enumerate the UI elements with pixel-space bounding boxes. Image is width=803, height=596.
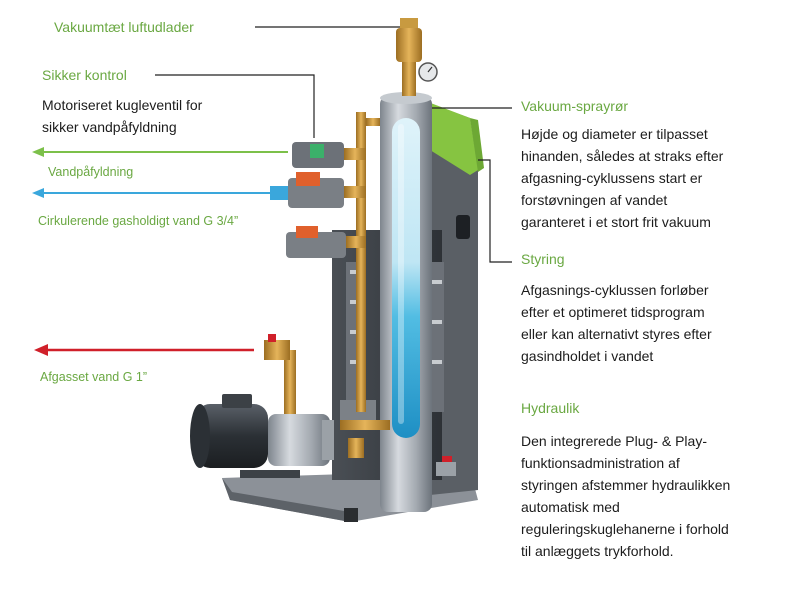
label-cirkulerende-vand: Cirkulerende gasholdigt vand G 3/4” (38, 214, 239, 228)
leader-lines (155, 26, 512, 263)
desc-styring: Afgasnings-cyklussen forløber efter et o… (521, 279, 712, 367)
label-sikker-kontrol: Sikker kontrol (42, 67, 127, 83)
air-vent-valve (396, 18, 438, 96)
label-hydraulik: Hydraulik (521, 400, 580, 416)
desc-line: Motoriseret kugleventil for (42, 97, 203, 113)
circulating-valve-group (270, 172, 366, 208)
flow-arrows (32, 147, 288, 356)
desc-line: garanteret i et stort frit vakuum (521, 214, 711, 230)
motorized-ball-valve (292, 142, 366, 168)
desc-line: gasindholdet i vandet (521, 348, 654, 364)
desc-line: automatisk med (521, 499, 620, 515)
desc-line: efter et optimeret tidsprogram (521, 304, 705, 320)
desc-line: Afgasnings-cyklussen forløber (521, 282, 709, 298)
desc-line: styringen afstemmer hydraulikken (521, 477, 731, 493)
label-vakuum-sprayror: Vakuum-sprayrør (521, 98, 629, 114)
desc-line: til anlæggets trykforhold. (521, 543, 674, 559)
label-vakuumtaet-luftudlader: Vakuumtæt luftudlader (54, 19, 194, 35)
vacuum-spray-tube (380, 92, 432, 512)
pump-motor (190, 394, 334, 478)
lower-valve-group (286, 226, 366, 258)
label-vandpafyldning: Vandpåfyldning (48, 165, 134, 179)
desc-hydraulik: Den integrerede Plug- & Play- funktionsa… (521, 430, 730, 562)
desc-line: Højde og diameter er tilpasset (521, 126, 708, 142)
desc-line: sikker vandpåfyldning (42, 119, 177, 135)
desc-line: afgasning-cyklussens start er (521, 170, 703, 186)
drain-valve (436, 456, 456, 476)
desc-line: hinanden, således at straks efter (521, 148, 724, 164)
desc-line: reguleringskuglehanerne i forhold (521, 521, 729, 537)
desc-line: Den integrerede Plug- & Play- (521, 433, 707, 449)
desc-sikker-kontrol: Motoriseret kugleventil for sikker vandp… (42, 94, 202, 138)
label-styring: Styring (521, 251, 565, 267)
desc-vakuum-sprayror: Højde og diameter er tilpasset hinanden,… (521, 123, 723, 233)
desc-line: forstøvningen af vandet (521, 192, 668, 208)
desc-line: funktionsadministration af (521, 455, 680, 471)
desc-line: eller kan alternativt styres efter (521, 326, 712, 342)
label-afgasset-vand: Afgasset vand G 1” (40, 370, 148, 384)
brass-piping (264, 112, 390, 458)
